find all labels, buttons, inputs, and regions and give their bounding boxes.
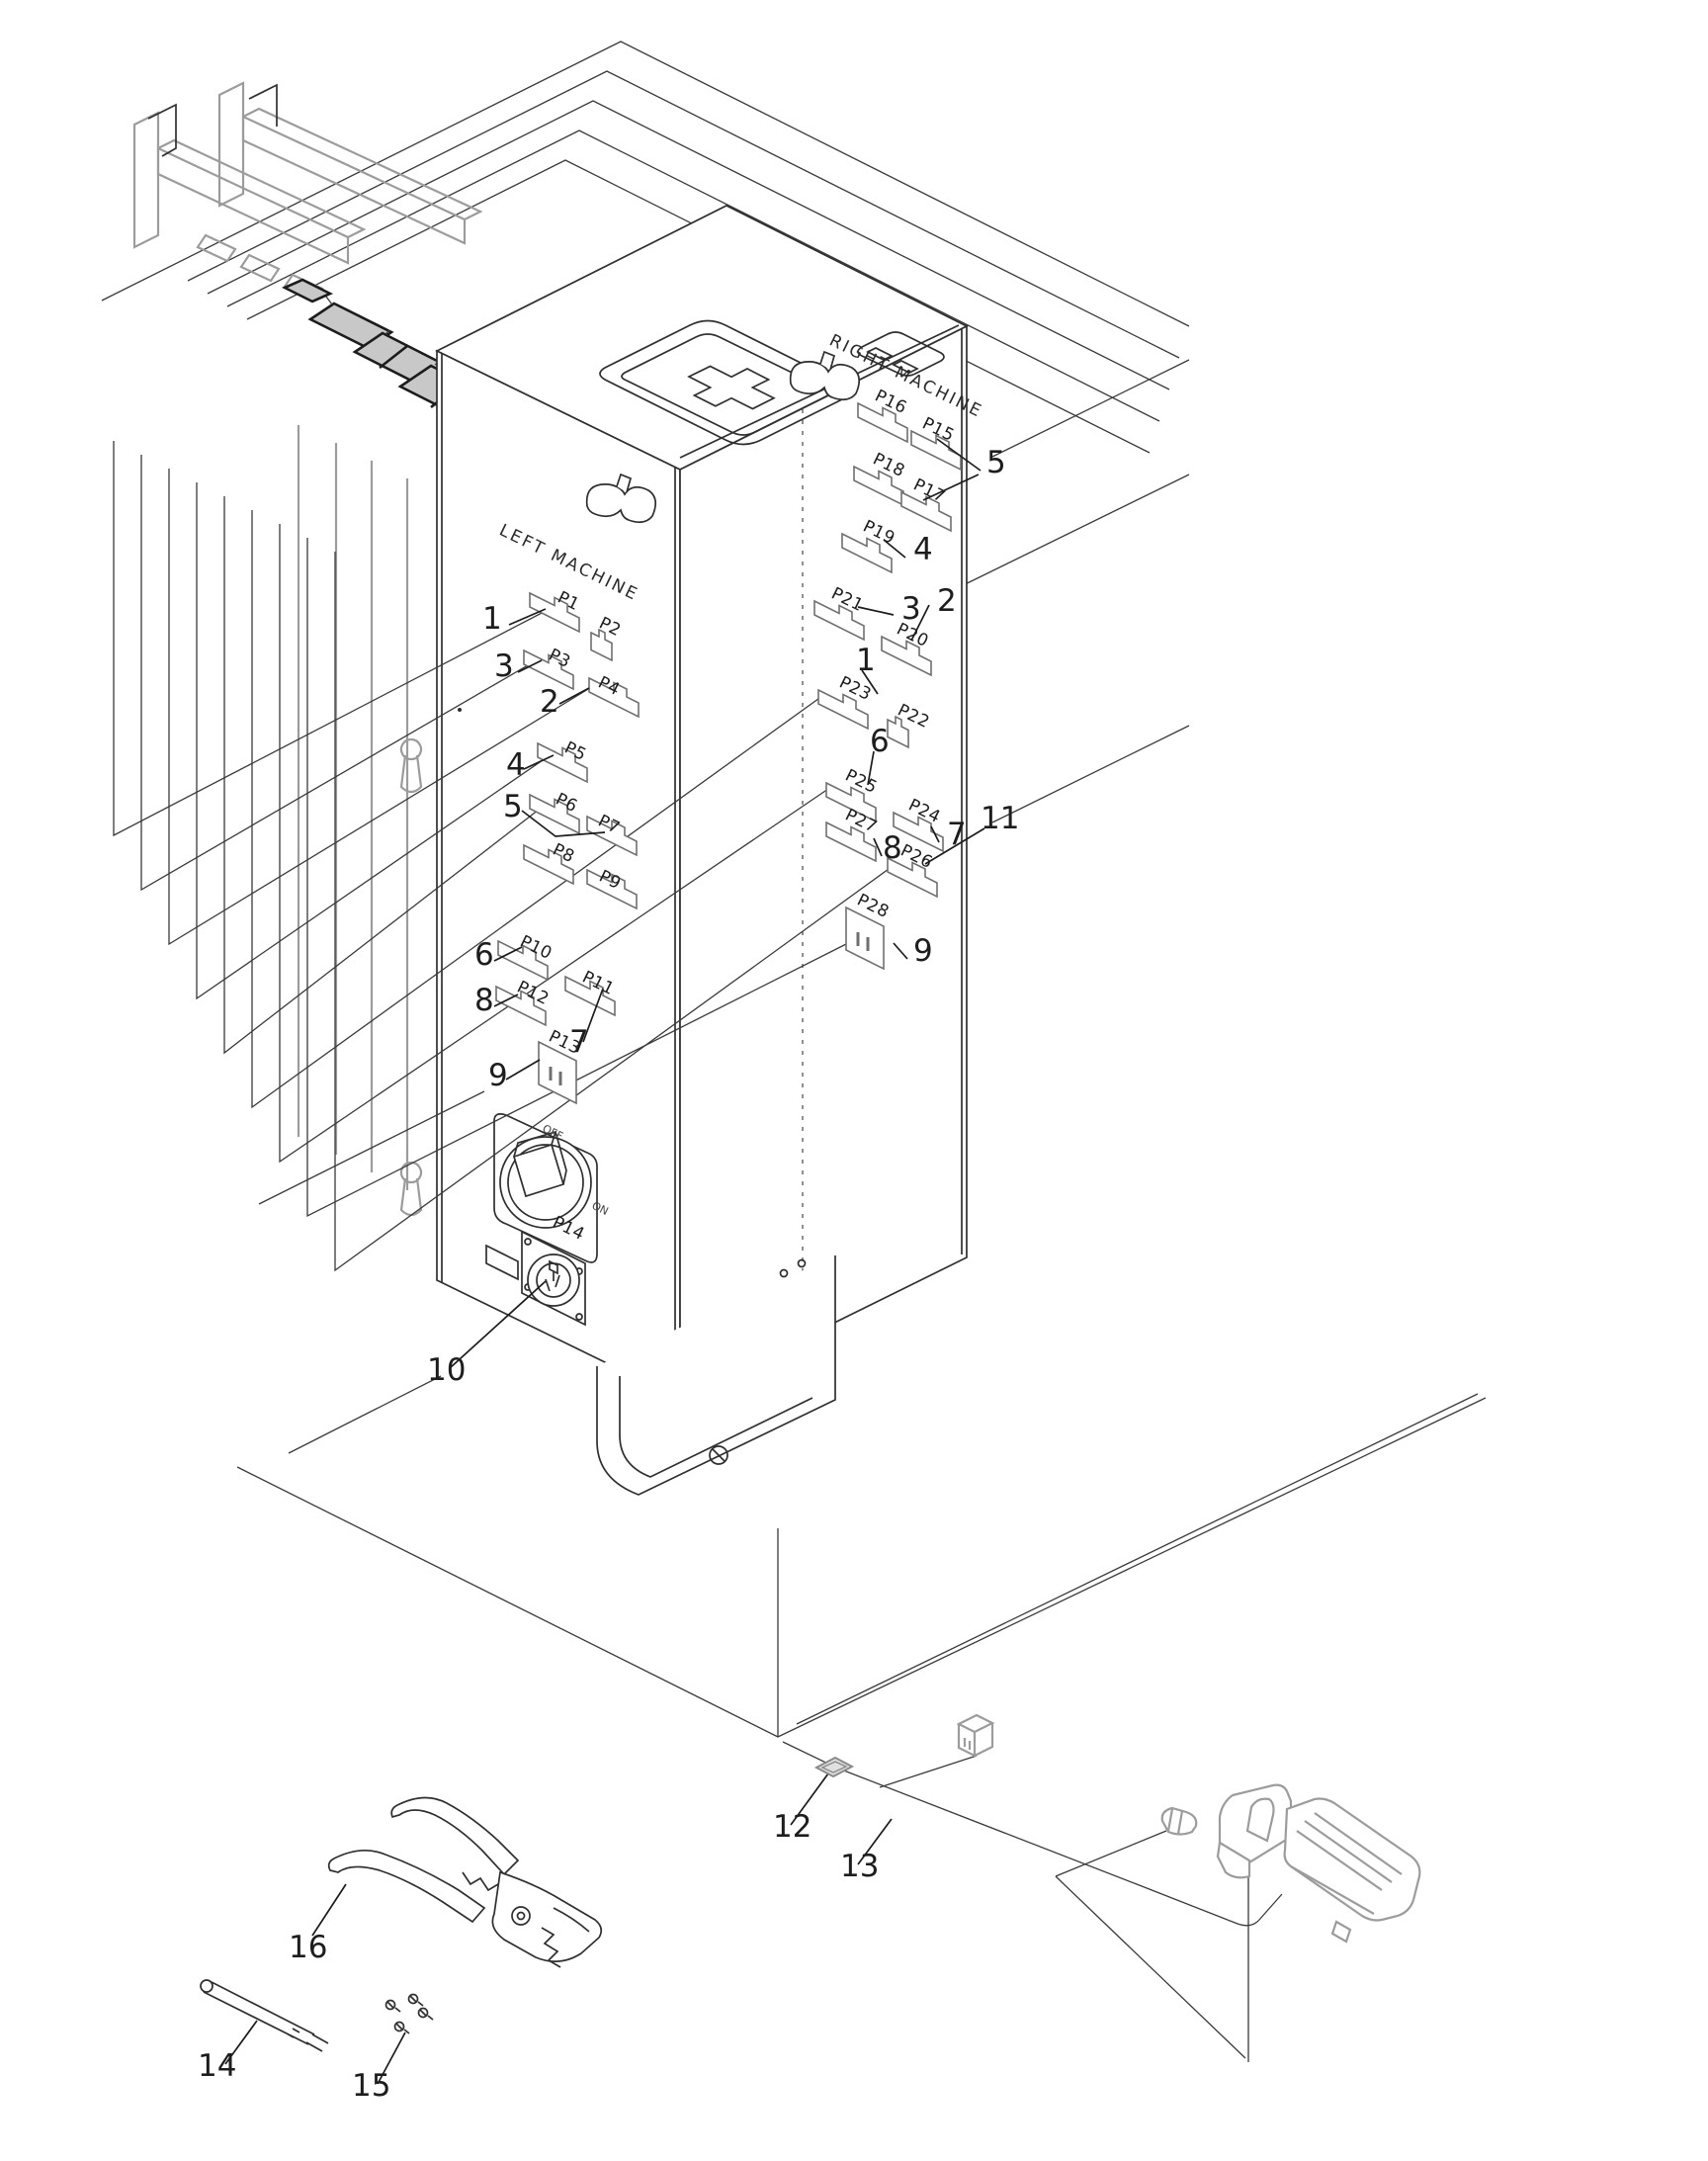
- callout-left-3: 3: [494, 648, 514, 684]
- callout-12: 12: [773, 1809, 811, 1845]
- callout-left-10: 10: [427, 1352, 466, 1388]
- callout-right-6: 6: [870, 724, 890, 759]
- callout-13: 13: [840, 1849, 879, 1884]
- callout-right-3: 3: [901, 591, 921, 627]
- callout-left-1: 1: [482, 601, 502, 637]
- callout-numbers-left: 1 3 2 4 5 6 8 7 9 10: [427, 601, 589, 1388]
- terminal-block: [956, 1713, 995, 1758]
- pedestal-screw: [709, 1445, 728, 1465]
- callout-left-9: 9: [488, 1058, 508, 1093]
- pedal-connector-cap: [1160, 1806, 1198, 1836]
- wall-brackets: [132, 81, 483, 1217]
- callout-numbers-bottom: 12 13 14 15 16: [198, 1809, 879, 2104]
- service-tools: [200, 1796, 603, 2052]
- callout-right-5: 5: [986, 445, 1006, 480]
- id-plate: [485, 1244, 519, 1281]
- keyhole-slot-lower: [399, 1161, 423, 1217]
- callout-right-7: 7: [947, 817, 967, 852]
- cable-13: [782, 1741, 1283, 1927]
- wall-rail-edges: [297, 425, 409, 1190]
- box-right-face: [679, 324, 968, 1401]
- callout-numbers-right: 5 4 3 2 1 6 8 7 11 9: [856, 445, 1019, 969]
- callout-14: 14: [198, 2048, 236, 2084]
- callout-right-9: 9: [913, 933, 933, 969]
- pedestal-bracket: [596, 1255, 836, 1496]
- cable-leader-lines: [113, 441, 897, 1454]
- bracket-clips: [147, 83, 278, 157]
- callout-right-4: 4: [913, 532, 933, 567]
- callout-15: 15: [352, 2068, 390, 2104]
- callout-left-6: 6: [474, 937, 494, 973]
- floor-cable-assembly: [782, 1713, 1421, 2062]
- foot-pedal[interactable]: [1216, 1783, 1421, 1944]
- power-inlet-p14: [521, 1230, 586, 1327]
- callout-16: 16: [289, 1930, 327, 1965]
- floor-panel-outline: [236, 1393, 1487, 1738]
- extraction-tool-14: [200, 1979, 329, 2052]
- keyhole-slot-upper: [399, 737, 423, 794]
- callout-left-4: 4: [506, 747, 526, 783]
- callout-left-7: 7: [569, 1024, 589, 1060]
- callout-right-8: 8: [883, 830, 902, 866]
- callout-left-5: 5: [503, 789, 523, 824]
- cross-cutout: [687, 365, 776, 410]
- inline-connector-12: [813, 1756, 855, 1778]
- callout-right-11: 11: [981, 801, 1019, 836]
- crimp-tool-16: [327, 1796, 603, 1968]
- callout-right-2: 2: [937, 583, 957, 619]
- screw-set-15: [384, 1993, 434, 2034]
- callout-leader-strokes: [224, 438, 985, 2085]
- callout-right-1: 1: [856, 643, 876, 678]
- power-switch[interactable]: OFF ON: [493, 1113, 611, 1263]
- background-harness-lines: [101, 41, 1487, 1738]
- callout-left-2: 2: [540, 684, 559, 720]
- callout-left-8: 8: [474, 983, 494, 1018]
